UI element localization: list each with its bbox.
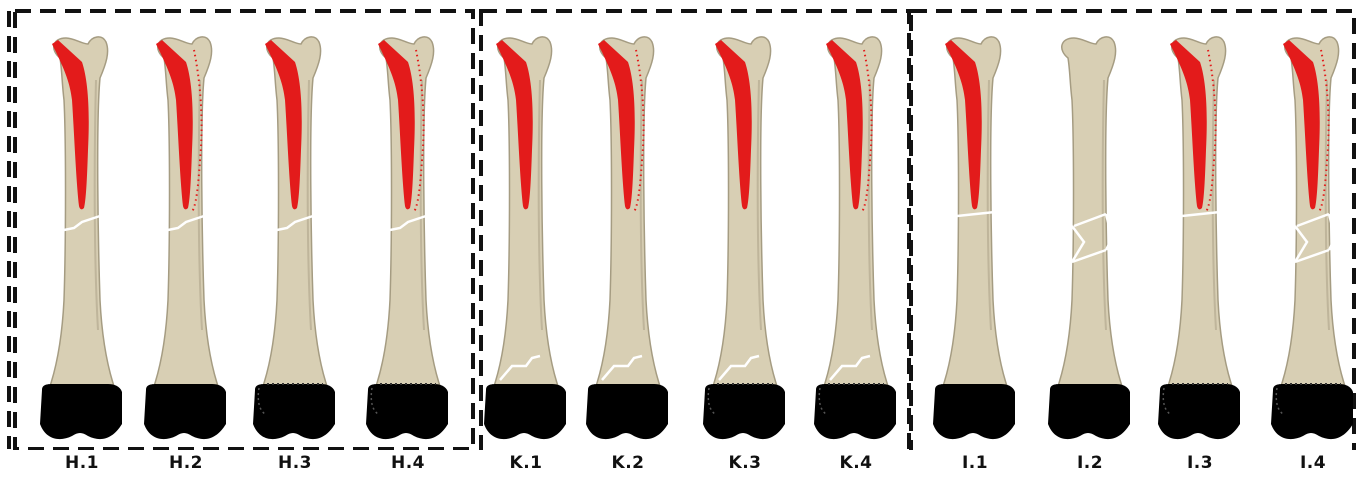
condyle-block bbox=[1271, 384, 1353, 439]
condyle-block bbox=[484, 384, 566, 439]
condyle-block bbox=[40, 384, 122, 439]
femur-k3 bbox=[703, 37, 785, 439]
femur-h1 bbox=[40, 37, 122, 439]
femur-bone bbox=[1056, 37, 1124, 392]
panel-label-i1: I.1 bbox=[945, 453, 1005, 473]
panel-label-k4: K.4 bbox=[826, 453, 886, 473]
condyle-block bbox=[1048, 384, 1130, 439]
condyle-block bbox=[1158, 384, 1240, 439]
femur-h3 bbox=[253, 37, 335, 439]
femur-panels-svg bbox=[0, 0, 1362, 450]
condyle-block bbox=[253, 384, 335, 439]
condyle-block bbox=[586, 384, 668, 439]
condyle-block bbox=[366, 384, 448, 439]
panel-label-i3: I.3 bbox=[1170, 453, 1230, 473]
panel-label-h1: H.1 bbox=[52, 453, 112, 473]
condyle-block bbox=[933, 384, 1015, 439]
panel-label-h4: H.4 bbox=[378, 453, 438, 473]
femur-k2 bbox=[586, 37, 668, 439]
panel-label-h2: H.2 bbox=[156, 453, 216, 473]
panel-label-h3: H.3 bbox=[265, 453, 325, 473]
femur-h2 bbox=[144, 37, 226, 439]
panel-label-i4: I.4 bbox=[1283, 453, 1343, 473]
femur-h4 bbox=[366, 37, 448, 439]
condyle-block bbox=[814, 384, 896, 439]
femur-k4 bbox=[814, 37, 896, 439]
panel-label-k3: K.3 bbox=[715, 453, 775, 473]
femur-i2 bbox=[1048, 37, 1130, 439]
condyle-block bbox=[144, 384, 226, 439]
femur-i1 bbox=[933, 37, 1015, 439]
condyle-block bbox=[703, 384, 785, 439]
femur-k1 bbox=[484, 37, 566, 439]
femur-i3 bbox=[1158, 37, 1240, 439]
femur-i4 bbox=[1271, 37, 1353, 439]
panel-label-k2: K.2 bbox=[598, 453, 658, 473]
panel-label-k1: K.1 bbox=[496, 453, 556, 473]
panel-label-i2: I.2 bbox=[1060, 453, 1120, 473]
